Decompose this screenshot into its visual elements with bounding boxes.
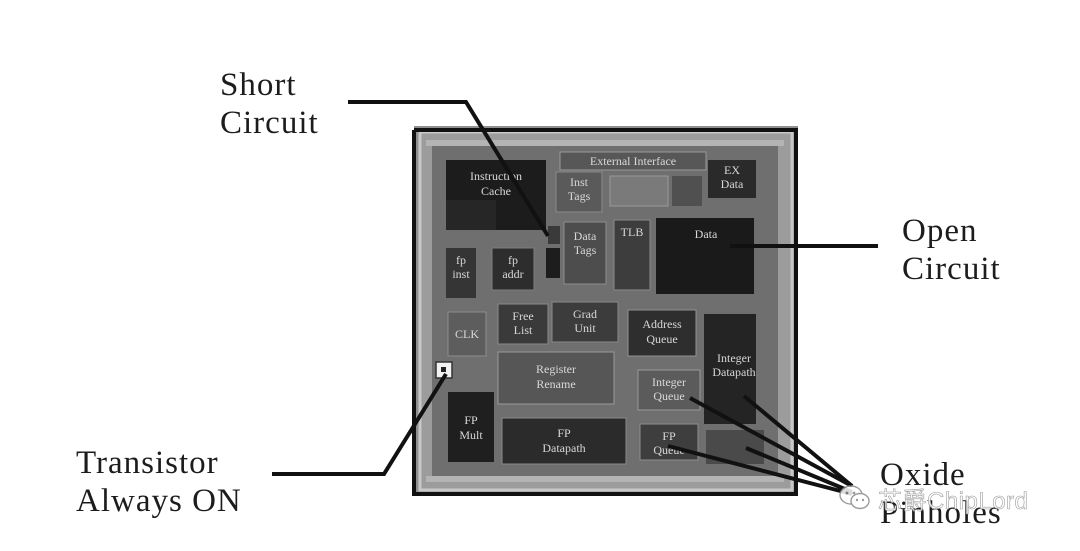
callout-oxide-line2: Pinholes (880, 495, 1002, 531)
label-ex-data-2: Data (721, 177, 744, 191)
block-fp-inst (446, 248, 476, 298)
block-data-cache (656, 218, 754, 294)
label-fp-queue-1: FP (662, 429, 676, 443)
block-fp-queue (639, 423, 699, 461)
label-address-queue-1: Address (642, 317, 682, 331)
die-io-band-bottom (426, 476, 784, 482)
block-top-mid2 (672, 176, 702, 206)
label-fp-inst-2: inst (452, 267, 470, 281)
callout-transistor-line1: Transistor (76, 445, 219, 481)
block-integer-queue (637, 369, 701, 411)
label-instruction-cache-2: Cache (481, 184, 511, 198)
frame-bracket (412, 128, 798, 496)
label-free-list-2: List (514, 323, 533, 337)
callout-open-circuit-line2: Circuit (902, 251, 1001, 287)
block-external-interface (559, 151, 707, 171)
leader-short-circuit (348, 100, 550, 238)
block-integer-datapath (704, 314, 756, 424)
label-data-tags-2: Tags (574, 243, 597, 257)
label-register-rename-2: Rename (536, 377, 575, 391)
block-fp-datapath (501, 417, 627, 465)
block-clk (447, 311, 487, 357)
block-tlb (613, 219, 651, 291)
block-free-list (497, 303, 549, 345)
callout-transistor-line2: Always ON (76, 483, 242, 519)
block-grad-unit (551, 301, 619, 343)
label-fp-addr-2: addr (502, 267, 523, 281)
block-inst-tags (555, 171, 603, 213)
leader-oxide-1 (742, 394, 854, 488)
block-ex-data (708, 160, 756, 198)
block-address-queue (627, 309, 697, 357)
watermark-text: 芯爵ChipLord (878, 487, 1029, 515)
label-inst-tags-2: Tags (568, 189, 591, 203)
block-data-tags (563, 221, 607, 285)
label-external-interface: External Interface (590, 154, 676, 168)
block-fp-mult (448, 392, 494, 462)
callout-transistor-always-on: Transistor Always ON (76, 444, 242, 520)
block-short-circuit-site (548, 226, 560, 244)
die-io-band (426, 140, 784, 146)
label-address-queue-2: Queue (646, 332, 677, 346)
leader-oxide-4 (745, 446, 853, 494)
label-integer-queue-2: Queue (653, 389, 684, 403)
leader-oxide-2 (689, 396, 853, 488)
label-grad-unit-2: Unit (574, 321, 596, 335)
block-top-mid (609, 175, 669, 207)
callout-open-circuit-line1: Open (902, 213, 978, 249)
block-instruction-cache-sub (446, 200, 496, 230)
label-fp-datapath-2: Datapath (542, 441, 585, 455)
callout-open-circuit: Open Circuit (902, 212, 1001, 288)
block-data-tags-small (546, 248, 560, 278)
defect-transistor-on-dot (441, 367, 446, 372)
label-integer-datapath-1: Integer (717, 351, 751, 365)
label-data: Data (695, 227, 718, 241)
label-register-rename-1: Register (536, 362, 576, 376)
label-ex-data-1: EX (724, 163, 740, 177)
label-data-tags-1: Data (574, 229, 597, 243)
label-fp-inst-1: fp (456, 253, 466, 267)
label-fp-datapath-1: FP (557, 426, 571, 440)
label-fp-mult-2: Mult (459, 428, 483, 442)
leader-transistor-on (272, 372, 448, 476)
label-grad-unit-1: Grad (573, 307, 597, 321)
label-integer-queue-1: Integer (652, 375, 686, 389)
block-register-rename (497, 351, 615, 405)
wechat-icon (839, 485, 870, 510)
label-clk: CLK (455, 327, 479, 341)
label-tlb: TLB (621, 225, 644, 239)
label-fp-addr-1: fp (508, 253, 518, 267)
callout-short-circuit-line2: Circuit (220, 105, 319, 141)
label-free-list-1: Free (512, 309, 533, 323)
label-inst-tags-1: Inst (570, 175, 589, 189)
leader-oxide-3 (667, 444, 853, 496)
watermark: 芯爵ChipLord (838, 478, 1058, 518)
callout-oxide-pinholes: Oxide Pinholes (880, 456, 1002, 532)
callout-short-circuit: Short Circuit (220, 66, 319, 142)
label-integer-datapath-2: Datapath (712, 365, 755, 379)
block-fp-addr (491, 247, 535, 291)
callout-oxide-line1: Oxide (880, 457, 966, 493)
label-fp-mult-1: FP (464, 413, 478, 427)
callout-short-circuit-line1: Short (220, 67, 297, 103)
